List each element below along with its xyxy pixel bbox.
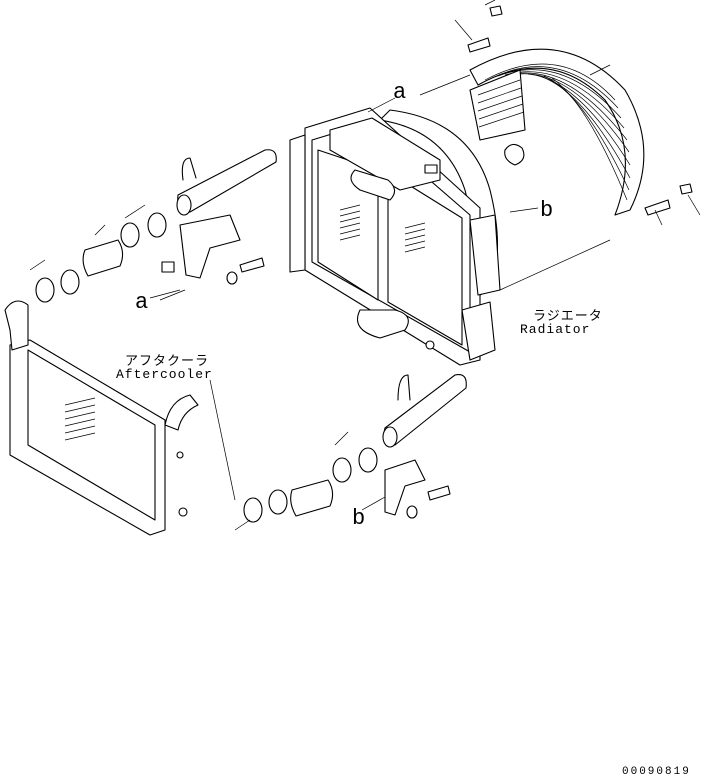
- radiator-label-en: Radiator: [520, 322, 591, 337]
- callout-b-top: b: [540, 198, 554, 223]
- aftercooler: [4, 300, 199, 536]
- hardware-bolts: [454, 0, 701, 226]
- upper-pipe-assembly: [29, 149, 277, 303]
- callout-a-left: a: [135, 290, 149, 315]
- radiator-label-jp: ラジエータ: [533, 309, 603, 324]
- callout-b-bottom: b: [352, 506, 366, 531]
- fan-guard: [469, 48, 645, 216]
- leader-lines: [149, 74, 611, 511]
- aftercooler-label-en: Aftercooler: [116, 367, 213, 382]
- aftercooler-label-jp: アフタクーラ: [125, 354, 210, 369]
- radiator: [289, 107, 501, 366]
- drawing-number: 00090819: [622, 766, 691, 778]
- callout-a-top: a: [393, 80, 407, 105]
- lower-pipe-assembly: [234, 373, 467, 531]
